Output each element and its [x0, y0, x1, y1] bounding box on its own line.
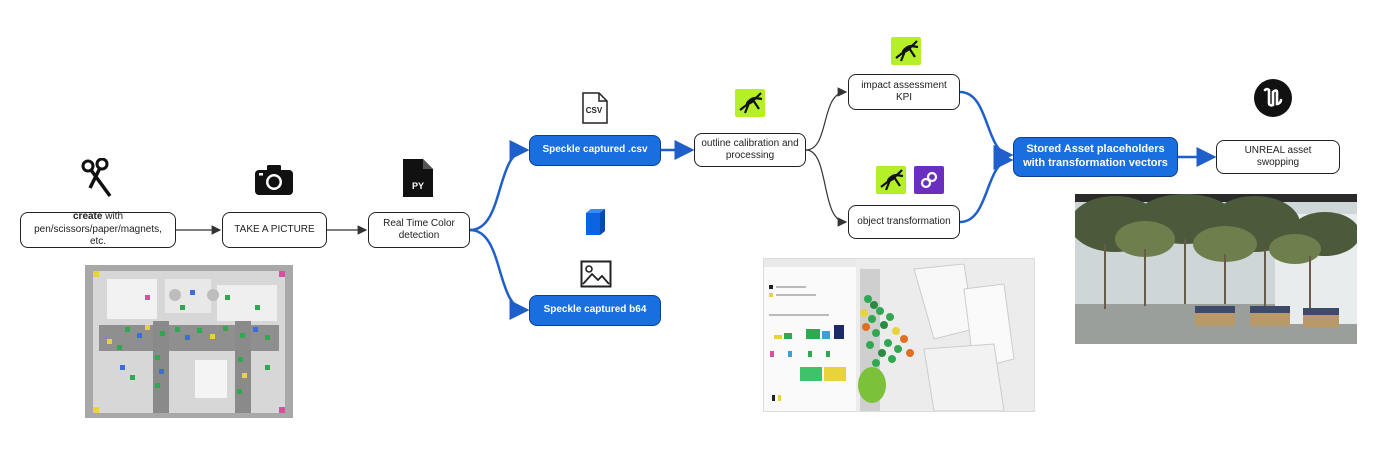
node-impact-assessment[interactable]: impact assessment KPI	[848, 74, 960, 110]
grasshopper-glyph	[895, 40, 919, 62]
unreal-render-drawing	[1075, 194, 1357, 344]
node-stored-asset[interactable]: Stored Asset placeholders with transform…	[1013, 137, 1178, 177]
grasshopper-icon	[876, 166, 906, 194]
create-strong-text: create	[72, 211, 103, 223]
arrow-transformation-to-stored	[959, 150, 1014, 224]
image-icon	[580, 260, 612, 288]
scissors-icon	[81, 158, 112, 198]
unreal-render-screenshot	[1075, 194, 1357, 344]
node-outline-calibration[interactable]: outline calibration and processing	[694, 133, 806, 167]
node-unreal-swapping[interactable]: UNREAL asset swopping	[1216, 140, 1340, 174]
arrow-outline-to-transformation	[805, 149, 848, 227]
kpi-dashboard-screenshot	[763, 258, 1035, 412]
create-rest-text: with pen/scissors/paper/magnets, etc.	[34, 211, 162, 248]
physical-model-photo	[85, 265, 293, 418]
plugin-icon	[914, 166, 944, 194]
speckle-csv-label: Speckle captured .csv	[542, 144, 648, 156]
node-object-transformation[interactable]: object transformation	[848, 205, 960, 239]
grasshopper-glyph	[880, 169, 904, 191]
grasshopper-icon	[735, 89, 765, 117]
csv-file-label: CSV	[586, 106, 603, 115]
python-file-icon: PY	[403, 159, 433, 197]
arrow-outline-to-impact	[805, 87, 848, 151]
camera-icon	[255, 165, 293, 195]
node-color-detection[interactable]: Real Time Color detection	[368, 212, 470, 248]
take-picture-label: TAKE A PICTURE	[234, 223, 315, 235]
speckle-b64-label: Speckle captured b64	[543, 304, 647, 316]
arrow-impact-to-stored	[959, 90, 1014, 165]
outline-calibration-label: outline calibration and processing	[701, 137, 799, 162]
node-create[interactable]: create with pen/scissors/paper/magnets, …	[20, 211, 176, 248]
unreal-engine-icon	[1254, 79, 1292, 117]
arrow-detection-to-csv	[469, 140, 530, 232]
color-detection-label: Real Time Color detection	[383, 217, 455, 242]
node-take-picture[interactable]: TAKE A PICTURE	[222, 212, 327, 248]
node-speckle-b64[interactable]: Speckle captured b64	[529, 295, 661, 326]
speckle-cube-icon	[586, 209, 605, 235]
kpi-dashboard-drawing	[764, 259, 1034, 411]
node-speckle-csv[interactable]: Speckle captured .csv	[529, 135, 661, 166]
unreal-swapping-label: UNREAL asset swopping	[1244, 144, 1312, 169]
grasshopper-icon	[891, 37, 921, 65]
csv-file-icon: CSV	[582, 92, 608, 124]
python-file-label: PY	[412, 181, 424, 191]
grasshopper-glyph	[739, 92, 763, 114]
stored-asset-label: Stored Asset placeholders with transform…	[1023, 143, 1168, 169]
impact-assessment-label: impact assessment KPI	[861, 79, 947, 104]
arrow-detection-to-b64	[469, 228, 530, 320]
physical-model-drawing	[85, 265, 293, 418]
object-transformation-label: object transformation	[857, 215, 951, 227]
